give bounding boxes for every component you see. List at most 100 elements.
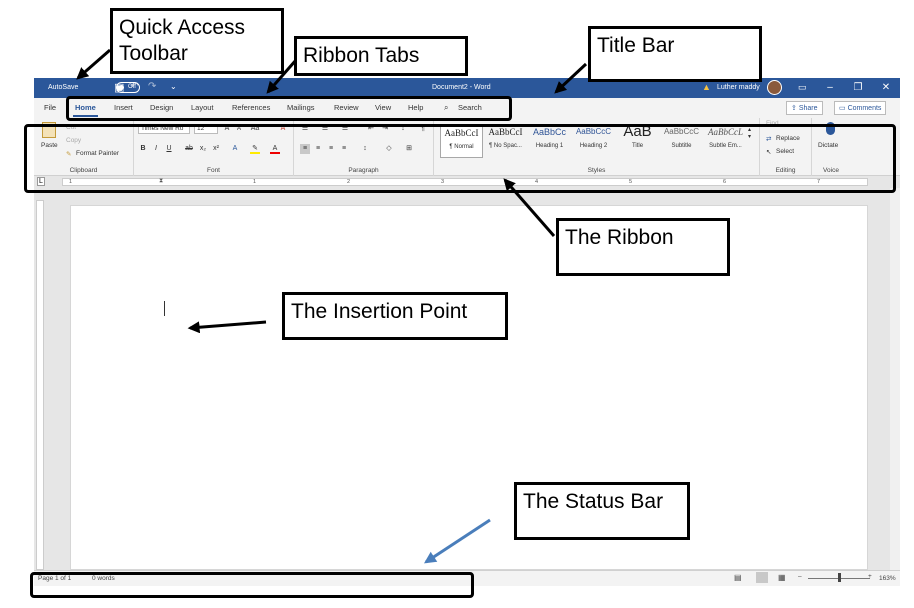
autosave-toggle[interactable]: Off	[116, 82, 140, 93]
shrink-font-icon[interactable]: A	[236, 126, 241, 132]
tab-mailings[interactable]: Mailings	[287, 103, 315, 112]
read-mode-icon[interactable]: ▤	[734, 573, 742, 582]
shading-icon[interactable]: ◇	[386, 145, 392, 152]
copy-button[interactable]: Copy	[66, 137, 82, 144]
styles-label: Styles	[587, 167, 606, 174]
customize-qat-icon[interactable]: ⌄	[170, 82, 177, 91]
web-layout-icon[interactable]: ▦	[778, 573, 786, 582]
tab-review[interactable]: Review	[334, 103, 359, 112]
select-button[interactable]: Select	[776, 148, 795, 155]
style-normal[interactable]: AaBbCcI¶ Normal	[440, 124, 483, 158]
ruler-number: 1	[253, 179, 257, 185]
microphone-icon[interactable]	[826, 122, 835, 135]
comments-button[interactable]: ▭ Comments	[834, 101, 887, 115]
format-painter-button[interactable]: Format Painter	[76, 150, 119, 157]
align-left-icon[interactable]: ≡	[300, 144, 310, 154]
restore-button[interactable]: ❐	[853, 82, 863, 93]
cut-button[interactable]: Cut	[66, 124, 77, 131]
text-effects-icon[interactable]: A	[232, 145, 238, 152]
font-color-icon[interactable]: A	[270, 144, 280, 154]
paragraph-group: ☰ ☰ ☰ ⇤ ⇥ ↕ ¶ ≡ ≡ ≡ ≡ ↕ ◇ ⊞ Paragraph	[294, 118, 434, 176]
redo-icon[interactable]: ↷	[148, 81, 157, 92]
ribbon-display-icon[interactable]: ▭	[798, 82, 807, 92]
indent-marker-icon[interactable]: ⧗	[159, 178, 164, 184]
superscript-icon[interactable]: x²	[213, 145, 219, 152]
format-painter-icon[interactable]: ✎	[66, 151, 72, 158]
line-spacing-icon[interactable]: ↕	[363, 145, 367, 152]
document-page[interactable]	[70, 205, 868, 570]
sort-icon[interactable]: ↕	[401, 125, 405, 132]
borders-icon[interactable]: ⊞	[406, 145, 412, 152]
zoom-slider-thumb[interactable]	[838, 573, 841, 582]
tab-layout[interactable]: Layout	[191, 103, 214, 112]
user-name[interactable]: Luther maddy	[717, 84, 760, 91]
tab-design[interactable]: Design	[150, 103, 174, 112]
horizontal-ruler[interactable]: 1 1 2 3 4 5 6 7 ⧗	[62, 178, 868, 186]
change-case-icon[interactable]: Aa	[250, 125, 260, 132]
vertical-ruler[interactable]	[36, 200, 44, 570]
highlight-icon[interactable]: ✎	[250, 144, 260, 154]
tab-insert[interactable]: Insert	[114, 103, 133, 112]
editing-label: Editing	[775, 167, 796, 174]
clear-formatting-icon[interactable]: A	[280, 125, 286, 132]
save-icon[interactable]: ▣	[114, 82, 125, 94]
tab-selector[interactable]: L	[37, 177, 45, 186]
numbering-icon[interactable]: ☰	[321, 125, 329, 132]
page-count[interactable]: Page 1 of 1	[38, 575, 72, 582]
minimize-button[interactable]: –	[827, 82, 833, 93]
bold-icon[interactable]: B	[140, 145, 146, 152]
vertical-scrollbar[interactable]	[890, 188, 900, 570]
italic-icon[interactable]: I	[155, 145, 157, 152]
paste-button[interactable]: Paste	[41, 142, 58, 149]
zoom-in-icon[interactable]: +	[868, 573, 872, 580]
undo-icon[interactable]: ↶	[130, 81, 139, 92]
replace-button[interactable]: Replace	[776, 135, 800, 142]
avatar[interactable]	[767, 80, 782, 95]
subscript-icon[interactable]: x₂	[199, 145, 207, 152]
ribbon-tabs-callout: Ribbon Tabs	[294, 36, 468, 76]
word-count[interactable]: 0 words	[92, 575, 115, 582]
close-button[interactable]: ✕	[881, 82, 891, 93]
qat-arrow	[76, 48, 111, 80]
style-no-spacing[interactable]: AaBbCcI¶ No Spac...	[488, 127, 523, 149]
editing-group: Find ⇄ Replace ↖ Select Editing	[760, 118, 812, 176]
show-marks-icon[interactable]: ¶	[421, 125, 425, 132]
select-icon: ↖	[766, 149, 772, 156]
align-right-icon[interactable]: ≡	[328, 145, 334, 152]
tab-help[interactable]: Help	[408, 103, 424, 112]
ruler-number: 5	[629, 179, 633, 185]
title-bar: AutoSave Off ▣ ↶ ↷ ⌄ Document2 - Word ▲ …	[34, 78, 900, 98]
ruler-number: 3	[441, 179, 445, 185]
align-center-icon[interactable]: ≡	[315, 145, 321, 152]
warning-icon[interactable]: ▲	[702, 82, 711, 92]
print-layout-icon[interactable]	[756, 572, 768, 583]
decrease-indent-icon[interactable]: ⇤	[368, 125, 374, 132]
search-box[interactable]: Search	[458, 103, 482, 112]
justify-icon[interactable]: ≡	[341, 145, 347, 152]
strikethrough-icon[interactable]: ab	[185, 145, 193, 152]
share-button[interactable]: ⇪ Share	[786, 101, 823, 115]
grow-font-icon[interactable]: A	[224, 125, 230, 132]
increase-indent-icon[interactable]: ⇥	[382, 125, 388, 132]
ruler-number: 6	[723, 179, 727, 185]
zoom-out-icon[interactable]: –	[798, 573, 802, 580]
bullets-icon[interactable]: ☰	[301, 125, 309, 132]
title-bar-arrow	[554, 62, 588, 94]
tab-view[interactable]: View	[375, 103, 392, 112]
zoom-level[interactable]: 163%	[879, 575, 896, 582]
tab-references[interactable]: References	[232, 103, 271, 112]
styles-scroll-icon[interactable]: ▴▾	[748, 127, 752, 140]
multilevel-list-icon[interactable]: ☰	[341, 125, 349, 132]
dictate-button[interactable]: Dictate	[818, 142, 839, 149]
find-button[interactable]: Find	[766, 120, 779, 127]
tab-file[interactable]: File	[44, 103, 57, 112]
tab-home[interactable]: Home	[73, 103, 98, 117]
underline-icon[interactable]: U	[166, 145, 172, 152]
clipboard-label: Clipboard	[69, 167, 98, 174]
